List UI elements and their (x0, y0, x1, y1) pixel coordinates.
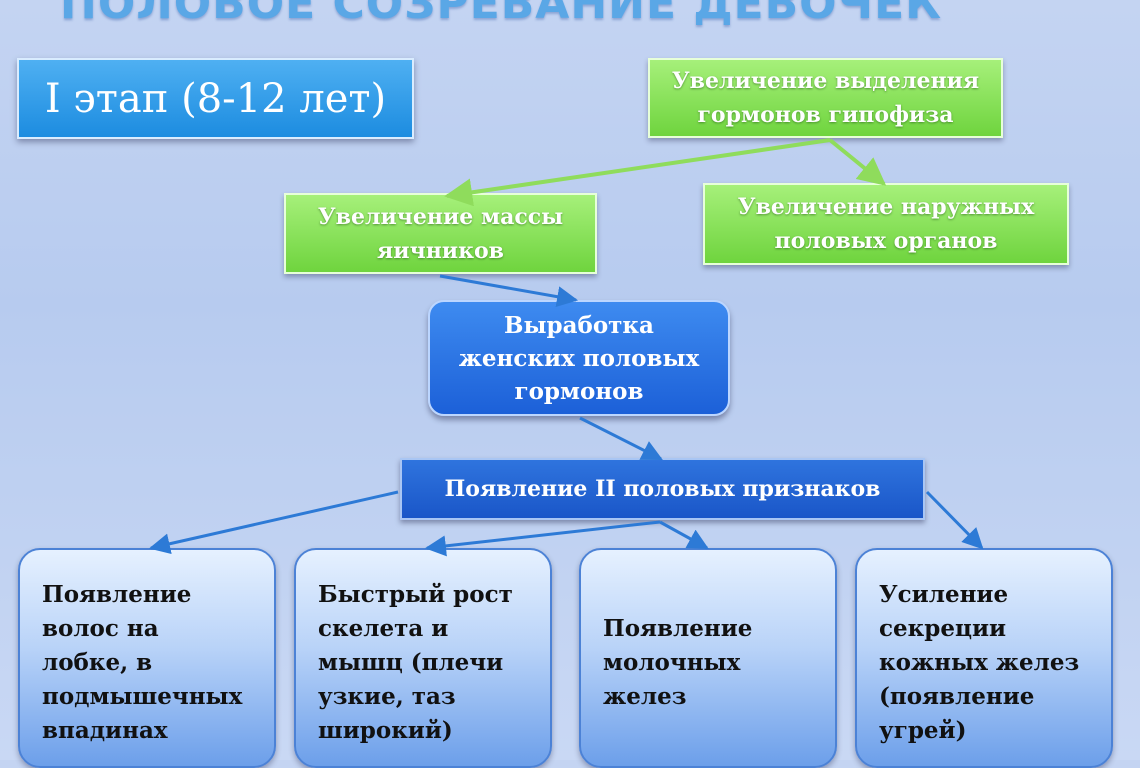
card-skin-line-4: (появление (879, 683, 1035, 710)
arrow-signs-to-card-skin (925, 490, 984, 550)
card-skeleton-line-3: мышц (плечи (318, 649, 504, 676)
card-skin-line-5: угрей) (879, 717, 967, 744)
hormones-box: Выработка женских половых гормонов (428, 300, 730, 416)
secondary-signs-box: Появление II половых признаков (400, 458, 925, 520)
stage-label: I этап (8-12 лет) (17, 58, 414, 139)
ovaries-box: Увеличение массы яичников (284, 193, 597, 274)
external-organs-box: Увеличение наружных половых органов (703, 183, 1069, 265)
arrow-ovaries-to-hormones (439, 274, 579, 308)
hormones-line-3: гормонов (514, 377, 644, 405)
hormones-line-1: Выработка (504, 311, 654, 339)
pituitary-box: Увеличение выделения гормонов гипофиза (648, 58, 1003, 138)
card-skin-line-2: секреции (879, 615, 1007, 642)
card-hair-line-4: подмышечных (42, 683, 243, 710)
card-skeleton-line-4: узкие, таз (318, 683, 456, 710)
card-skeleton: Быстрый рост скелета и мышц (плечи узкие… (294, 548, 552, 768)
arrow-pituitary-to-ovaries (444, 138, 831, 207)
hormones-line-2: женских половых (458, 344, 700, 372)
card-hair-line-2: волос на (42, 615, 159, 642)
pituitary-line-1: Увеличение выделения (671, 68, 980, 94)
card-mammary-line-1: Появление (603, 615, 753, 642)
card-skeleton-line-2: скелета и (318, 615, 449, 642)
card-skeleton-line-5: широкий) (318, 717, 453, 744)
card-mammary-line-2: молочных (603, 649, 741, 676)
card-mammary-line-3: желез (603, 683, 687, 710)
arrow-pituitary-to-external (828, 138, 887, 186)
ovaries-line-2: яичников (377, 237, 504, 264)
arrow-signs-to-card-skeleton (424, 520, 661, 557)
arrow-hormones-to-signs (579, 416, 663, 461)
page-title: ПОЛОВОЕ СОЗРЕВАНИЕ ДЕВОЧЕК (60, 0, 943, 29)
card-hair-line-5: впадинах (42, 717, 168, 744)
card-hair-line-3: лобке, в (42, 649, 153, 676)
external-line-1: Увеличение наружных (737, 194, 1035, 220)
card-skeleton-line-1: Быстрый рост (318, 581, 513, 608)
arrow-signs-to-card-mammary (659, 520, 709, 550)
pituitary-line-2: гормонов гипофиза (697, 102, 954, 128)
card-hair-line-1: Появление (42, 581, 192, 608)
arrow-signs-to-card-hair (148, 490, 399, 555)
card-skin-line-3: кожных желез (879, 649, 1080, 676)
ovaries-line-1: Увеличение массы (317, 203, 564, 230)
card-hair: Появление волос на лобке, в подмышечных … (18, 548, 276, 768)
card-skin: Усиление секреции кожных желез (появлени… (855, 548, 1113, 768)
external-line-2: половых органов (774, 228, 998, 254)
card-skin-line-1: Усиление (879, 581, 1009, 608)
